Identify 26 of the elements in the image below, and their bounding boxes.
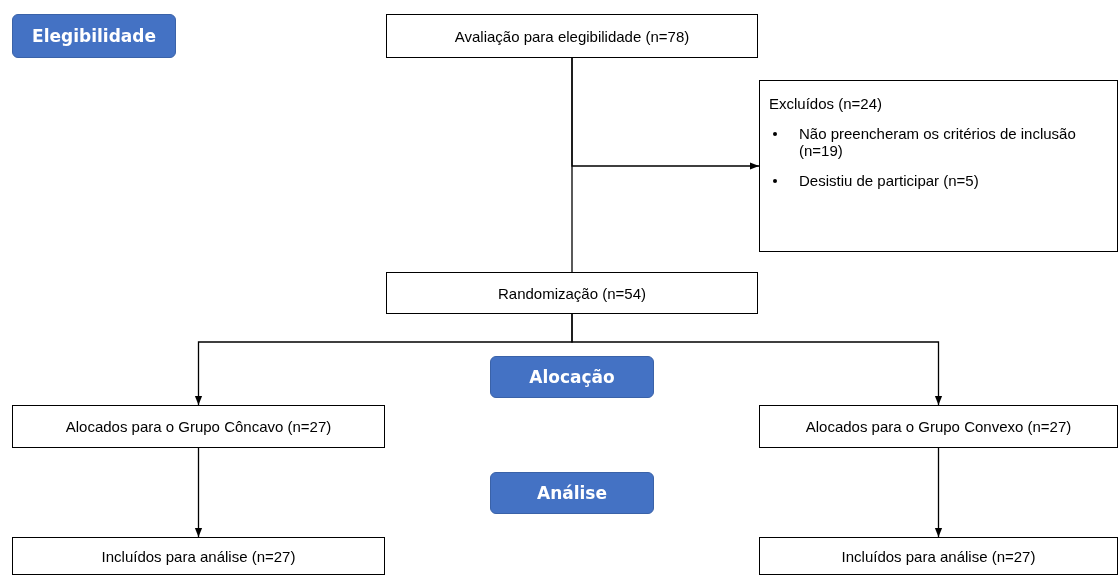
box-text: Alocados para o Grupo Convexo (n=27) (805, 418, 1072, 435)
process-box (386, 14, 758, 58)
list-item: Desistiu de participar (n=5) (799, 172, 979, 189)
box-text: Alocação (529, 367, 615, 387)
process-box (12, 405, 385, 448)
process-box (759, 537, 1118, 575)
phase-label (490, 472, 654, 514)
box-text: Alocados para o Grupo Côncavo (n=27) (65, 418, 332, 435)
box-text: Avaliação para elegibilidade (n=78) (454, 27, 690, 45)
list-item: Não preencheram os critérios de inclusão (n=19) (799, 125, 1077, 159)
arrow (194, 447, 203, 538)
arrow (934, 447, 943, 538)
box-heading: Excluídos (n=24) (769, 95, 882, 112)
arrow (571, 313, 943, 406)
process-box (386, 272, 758, 314)
box-text: Randomização (n=54) (498, 284, 646, 302)
box-text: Incluídos para análise (n=27) (841, 547, 1036, 565)
box-text: Elegibilidade (32, 26, 156, 46)
exclusion-box (759, 80, 1118, 252)
process-box (12, 537, 385, 575)
process-box (759, 405, 1118, 448)
arrow (571, 57, 760, 170)
phase-label (12, 14, 176, 58)
phase-label (490, 356, 654, 398)
box-text: Análise (536, 483, 607, 503)
box-text: Incluídos para análise (n=27) (101, 547, 296, 565)
